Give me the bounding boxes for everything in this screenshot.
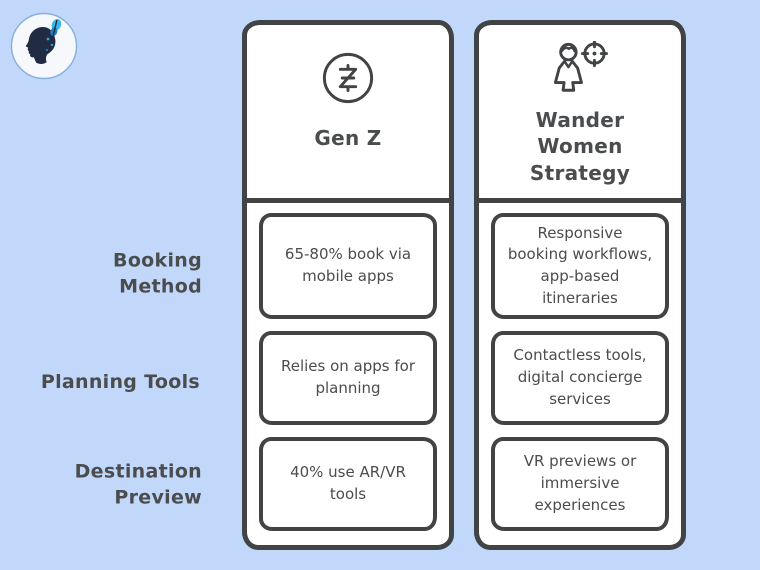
cell-ww-booking-method: Responsive booking workflows, app-based … bbox=[491, 213, 669, 319]
column-wander-women: Wander Women Strategy Responsive booking… bbox=[474, 20, 686, 550]
cell-ww-planning-tools: Contactless tools, digital concierge ser… bbox=[491, 331, 669, 425]
column-gen-z-body: 65-80% book via mobile apps Relies on ap… bbox=[247, 203, 449, 545]
row-label-booking-method: Booking Method bbox=[113, 249, 202, 297]
cell-ww-destination-preview: VR previews or immersive experiences bbox=[491, 437, 669, 531]
cell-genz-destination-preview: 40% use AR/VR tools bbox=[259, 437, 437, 531]
column-wander-women-title: Wander Women Strategy bbox=[529, 108, 631, 185]
woman-butterfly-logo-icon bbox=[10, 12, 78, 80]
gen-z-circle-icon bbox=[321, 51, 375, 109]
column-gen-z-header: Gen Z bbox=[247, 25, 449, 203]
cell-genz-planning-tools: Relies on apps for planning bbox=[259, 331, 437, 425]
column-gen-z: Gen Z 65-80% book via mobile apps Relies… bbox=[242, 20, 454, 550]
row-label-planning-tools: Planning Tools bbox=[40, 371, 200, 394]
column-gen-z-title: Gen Z bbox=[314, 126, 382, 150]
brand-logo bbox=[10, 12, 78, 80]
woman-with-target-icon bbox=[548, 40, 612, 101]
column-wander-women-body: Responsive booking workflows, app-based … bbox=[479, 203, 681, 545]
cell-genz-booking-method: 65-80% book via mobile apps bbox=[259, 213, 437, 319]
row-label-destination-preview: Destination Preview bbox=[74, 460, 202, 508]
column-wander-women-header: Wander Women Strategy bbox=[479, 25, 681, 203]
